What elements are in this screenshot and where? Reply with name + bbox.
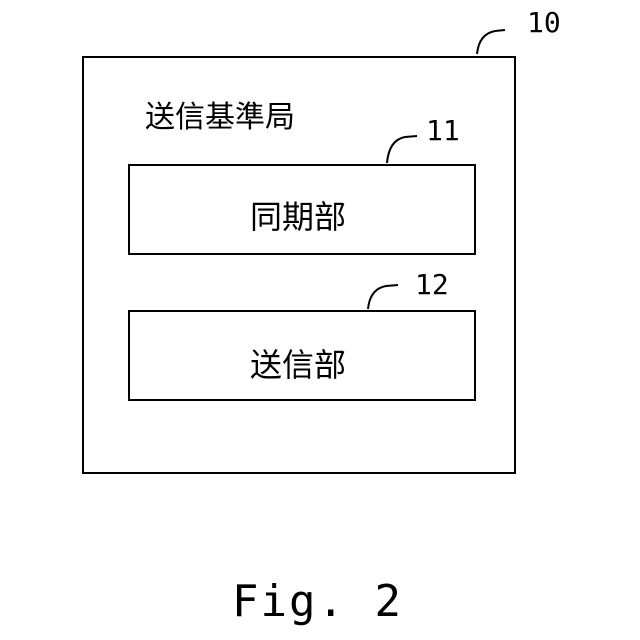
figure-caption: Fig. 2 <box>232 576 403 627</box>
leader-line-10 <box>477 30 505 54</box>
leader-line-12 <box>368 285 398 309</box>
ref-numeral-11: 11 <box>426 114 460 147</box>
ref-numeral-10: 10 <box>527 6 561 39</box>
leader-line-11 <box>387 136 417 163</box>
ref-numeral-12: 12 <box>415 268 449 301</box>
